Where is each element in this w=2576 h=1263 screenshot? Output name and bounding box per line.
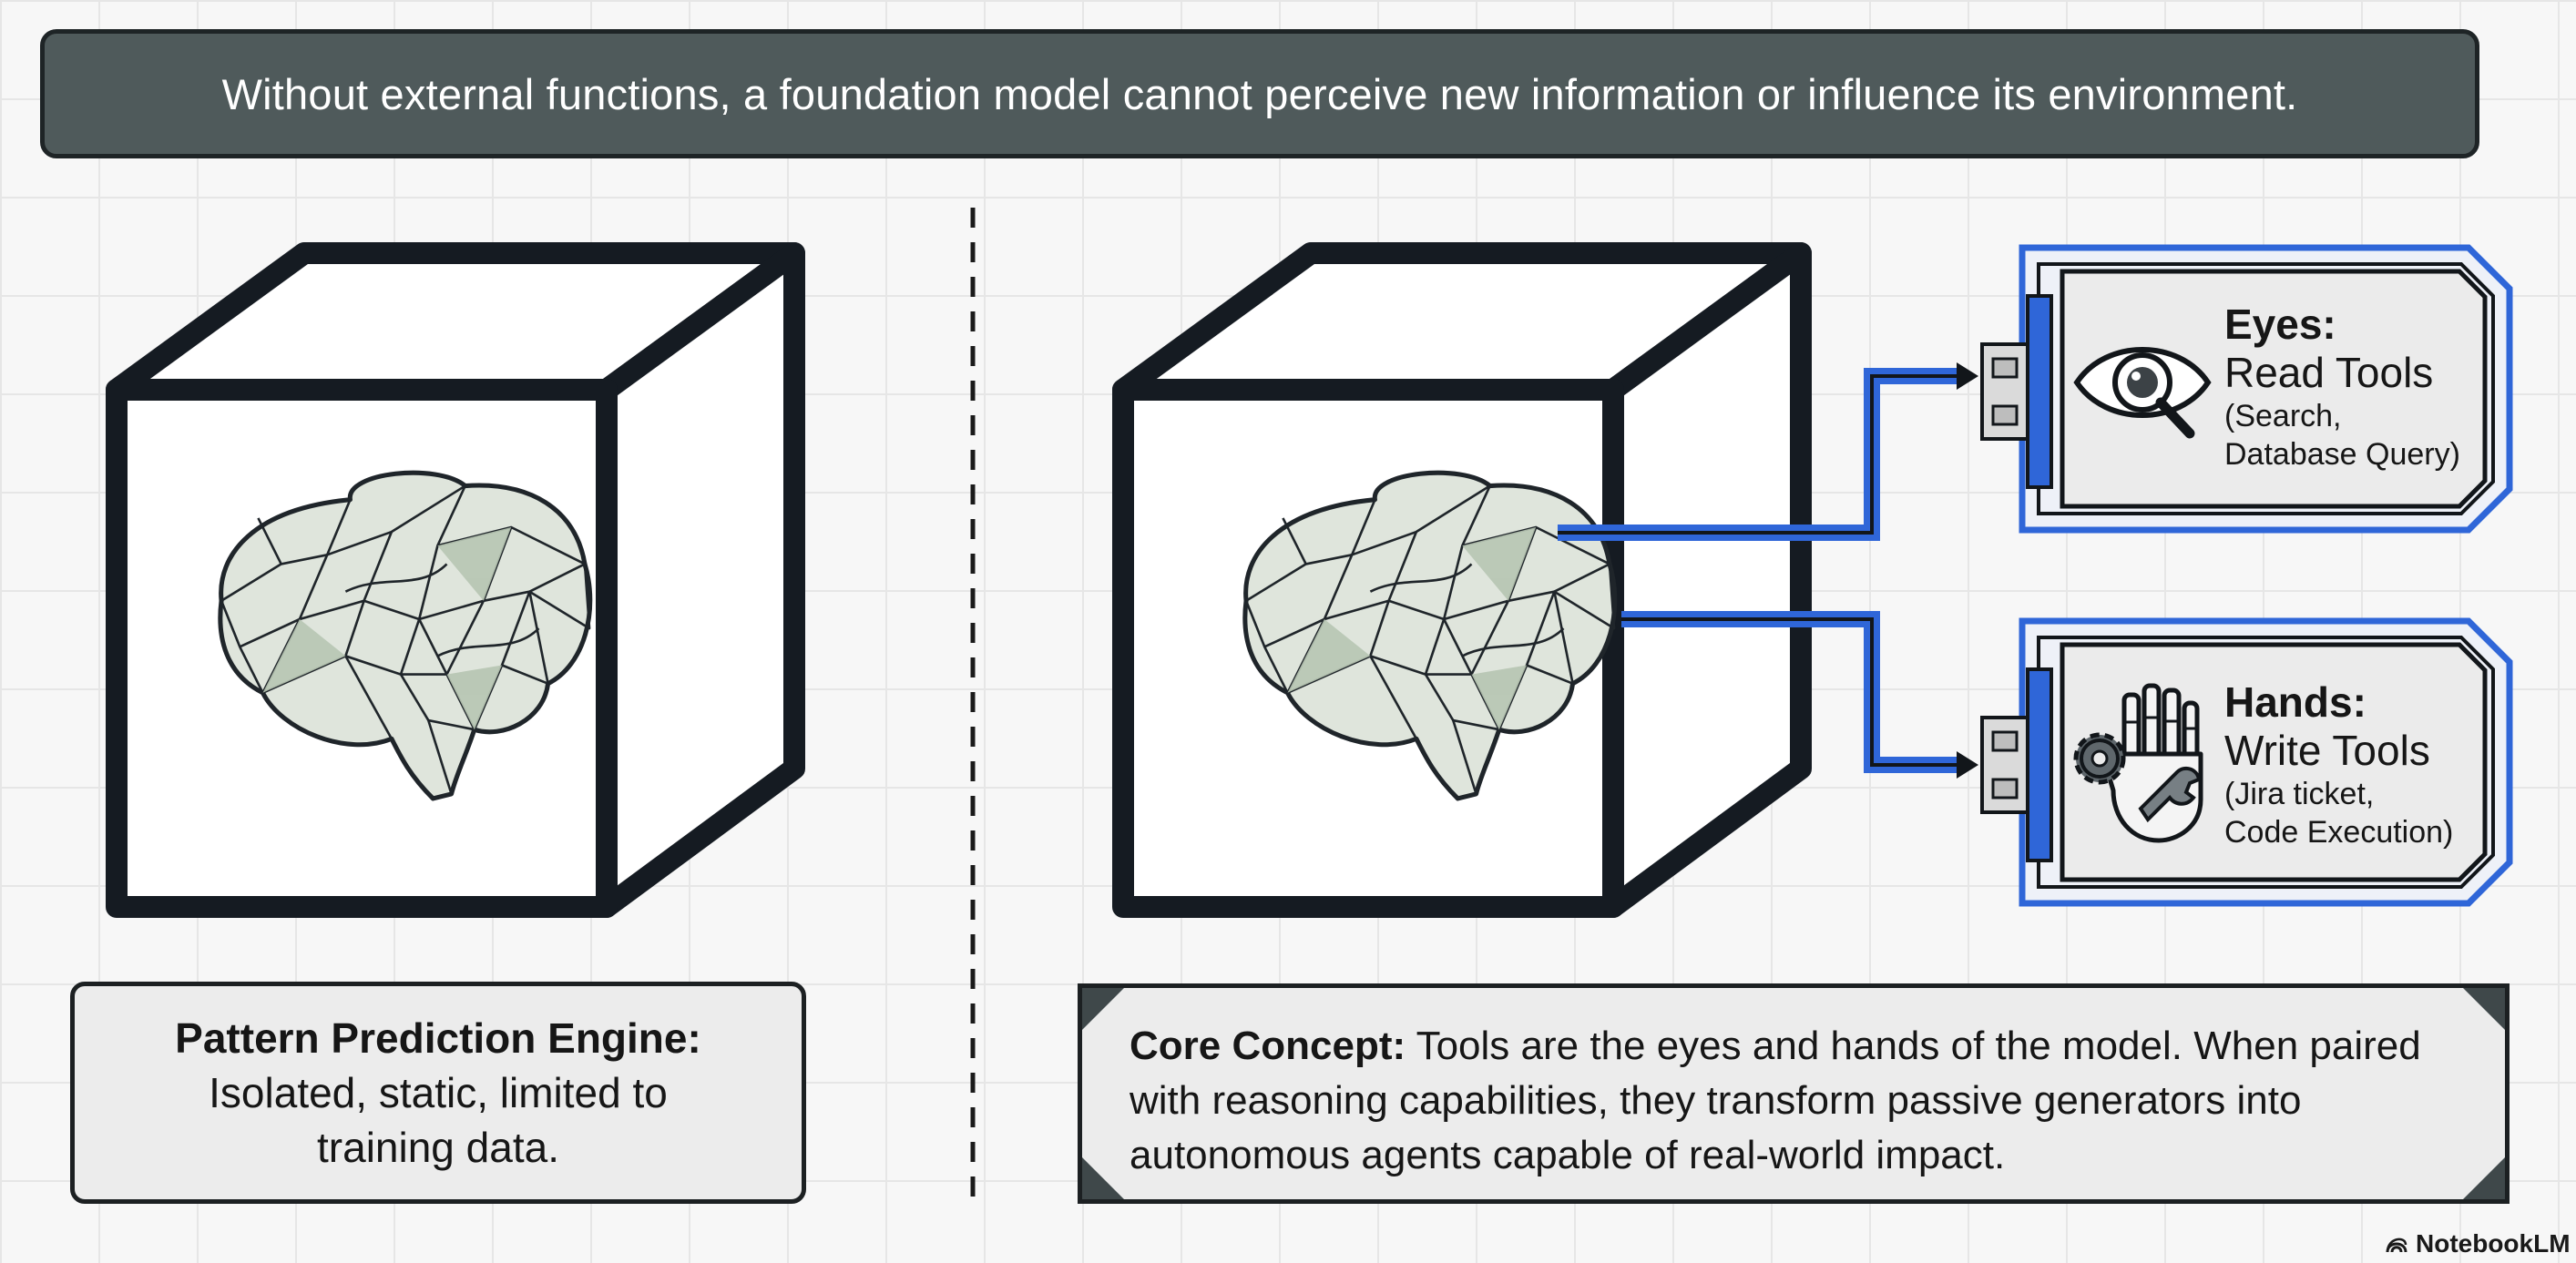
caption-title: Pattern Prediction Engine: bbox=[175, 1014, 701, 1062]
write-tools-label: Hands: Write Tools (Jira ticket, Code Ex… bbox=[2224, 678, 2453, 851]
caption-description: Isolated, static, limited to training da… bbox=[209, 1069, 668, 1171]
tool-kind: Write Tools bbox=[2224, 727, 2430, 774]
core-concept-box: Core Concept: Tools are the eyes and han… bbox=[1078, 983, 2510, 1204]
core-concept-text: Tools are the eyes and hands of the mode… bbox=[1130, 1024, 2421, 1177]
pattern-prediction-caption: Pattern Prediction Engine: Isolated, sta… bbox=[70, 982, 806, 1204]
tool-examples: Database Query) bbox=[2224, 437, 2460, 472]
robot-hand-gear-icon bbox=[2073, 683, 2203, 843]
write-tools-connector bbox=[1621, 611, 1978, 779]
banner-text: Without external functions, a foundation… bbox=[221, 69, 2298, 118]
connected-model-cube bbox=[1112, 242, 1812, 918]
watermark-text: NotebookLM bbox=[2416, 1229, 2571, 1258]
corner-accent bbox=[2463, 1157, 2505, 1199]
tool-examples: Code Execution) bbox=[2224, 815, 2454, 850]
notebooklm-watermark: NotebookLM bbox=[2385, 1227, 2571, 1260]
tool-examples: (Search, bbox=[2224, 399, 2342, 433]
read-tools-card bbox=[1980, 244, 2513, 534]
isolated-model-cube bbox=[106, 242, 805, 918]
core-concept-label: Core Concept: bbox=[1130, 1024, 1406, 1068]
tool-kind: Read Tools bbox=[2224, 349, 2434, 396]
header-banner: Without external functions, a foundation… bbox=[40, 29, 2479, 158]
eye-magnifier-icon bbox=[2073, 347, 2212, 439]
corner-accent bbox=[1082, 1157, 1124, 1199]
tool-examples: (Jira ticket, bbox=[2224, 777, 2375, 811]
corner-accent bbox=[1082, 988, 1124, 1030]
tool-name: Eyes: bbox=[2224, 300, 2336, 348]
read-tools-label: Eyes: Read Tools (Search, Database Query… bbox=[2224, 300, 2460, 474]
tool-name: Hands: bbox=[2224, 678, 2366, 726]
read-tools-connector bbox=[1558, 362, 1978, 541]
corner-accent bbox=[2463, 988, 2505, 1030]
notebooklm-logo-icon bbox=[2386, 1238, 2407, 1253]
